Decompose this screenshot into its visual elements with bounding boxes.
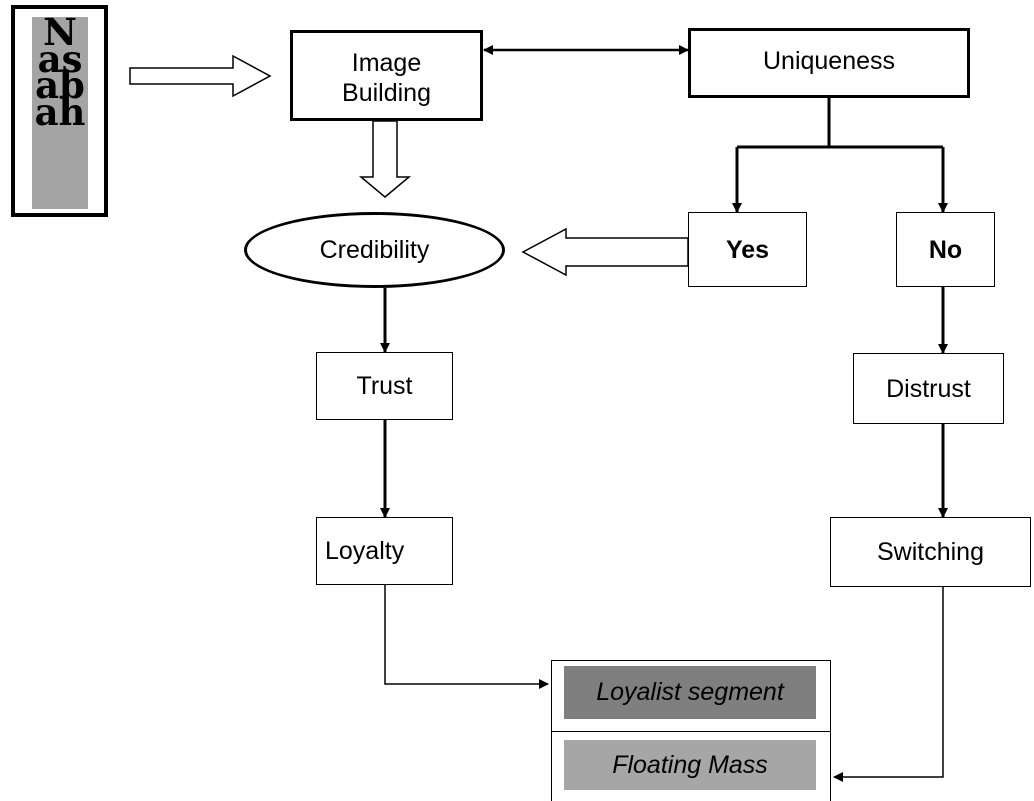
node-switching-label: Switching [877,538,984,566]
node-yes-label: Yes [725,235,770,264]
arrow-loyalty-loyalist [384,585,549,689]
nasabah-logo-text: Nasabah [34,10,86,134]
node-loyalty: Loyalty [316,517,453,585]
node-no: No [896,212,995,287]
nasabah-logo: Nasabah [11,5,108,217]
floating-mass-fill: Floating Mass [564,740,816,790]
node-distrust-label: Distrust [886,374,971,403]
node-trust-label: Trust [356,372,413,400]
node-uniqueness-label: Uniqueness [762,47,896,75]
hollow-arrow-yes-to-credibility [521,227,689,277]
node-credibility-label: Credibility [319,235,430,264]
node-loyalty-label: Loyalty [325,537,405,565]
node-loyalist-segment: Loyalist segment [551,660,831,732]
node-floating-mass: Floating Mass [551,731,831,801]
node-yes: Yes [688,212,807,287]
node-uniqueness: Uniqueness [688,28,970,98]
branch-uniqueness [732,98,948,213]
loyalist-segment-label: Loyalist segment [596,678,784,706]
node-credibility: Credibility [244,212,505,288]
node-distrust: Distrust [853,353,1004,424]
hollow-arrow-nasabah-to-image [129,54,272,98]
node-image-building-label: Image Building [342,48,431,107]
floating-mass-label: Floating Mass [612,750,768,779]
node-trust: Trust [316,352,453,420]
node-no-label: No [928,235,963,264]
arrow-switching-floating [833,587,944,782]
node-switching: Switching [830,517,1031,587]
loyalist-segment-fill: Loyalist segment [564,666,816,719]
nasabah-logo-fill [32,17,88,209]
hollow-arrow-image-to-credibility [358,120,412,198]
node-image-building: Image Building [290,30,483,121]
